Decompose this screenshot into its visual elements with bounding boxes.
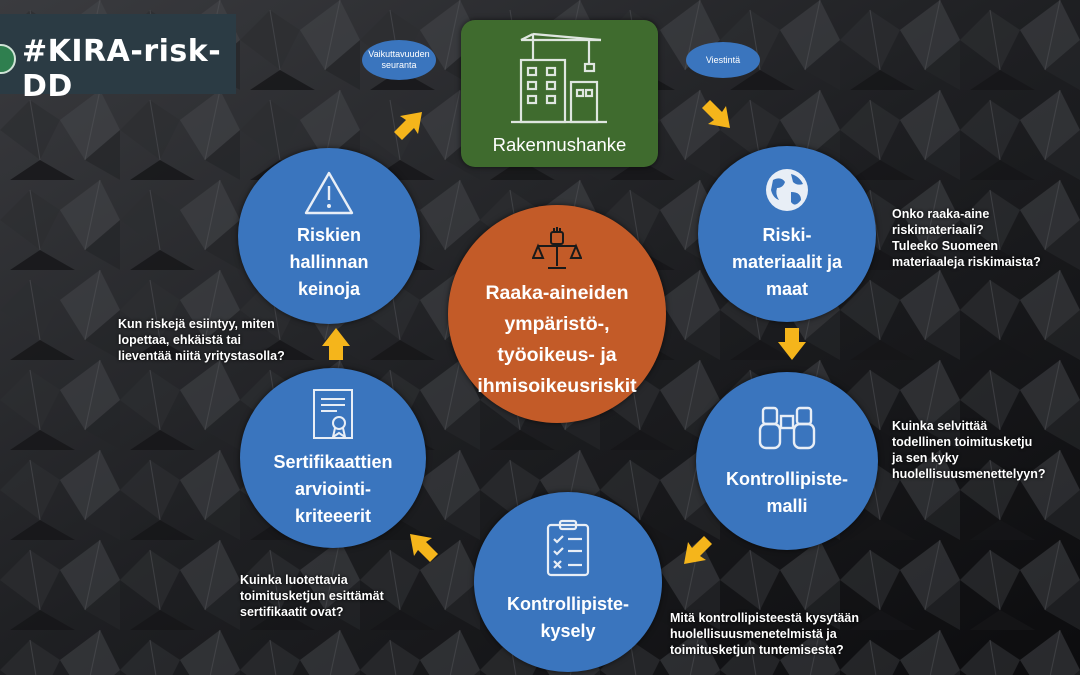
logo-icon bbox=[0, 44, 16, 74]
center-circle: Raaka-aineiden ympäristö-, työoikeus- ja… bbox=[448, 205, 666, 423]
question-risk-management: Kun riskejä esiintyy, miten lopettaa, eh… bbox=[118, 317, 285, 363]
step-checkpoint-model: Kontrollipiste- malli bbox=[696, 372, 878, 550]
page-title: #KIRA-risk-DD bbox=[22, 34, 222, 104]
arrow-down-icon bbox=[778, 328, 806, 360]
construction-crane-building-icon bbox=[511, 32, 607, 124]
globe-icon bbox=[766, 168, 808, 211]
oval-communication: Viestintä bbox=[686, 42, 760, 78]
step-checkpoint-model-label: Kontrollipiste- malli bbox=[726, 469, 848, 516]
question-checkpoint-survey: Mitä kontrollipisteestä kysytään huolell… bbox=[670, 611, 859, 657]
title-banner: #KIRA-risk-DD bbox=[0, 14, 236, 104]
step-risk-management: Riskien hallinnan keinoja bbox=[238, 148, 420, 324]
checklist-icon bbox=[546, 519, 590, 577]
arrow-up-icon bbox=[322, 328, 350, 360]
step-certificates: Sertifikaattien arviointi- kriteeerit bbox=[240, 368, 426, 548]
question-certificates: Kuinka luotettavia toimitusketjun esittä… bbox=[240, 573, 384, 619]
project-label: Rakennushanke bbox=[492, 134, 627, 155]
question-checkpoint-model: Kuinka selvittää todellinen toimitusketj… bbox=[892, 419, 1046, 481]
step-risk-materials-label: Riski- materiaalit ja maat bbox=[731, 224, 843, 299]
binoculars-icon bbox=[758, 406, 816, 450]
oval-monitoring: Vaikuttavuuden seuranta bbox=[362, 40, 436, 80]
center-label: Raaka-aineiden ympäristö-, työoikeus- ja… bbox=[477, 282, 637, 397]
project-box: Rakennushanke bbox=[461, 20, 658, 167]
arrow-up-right-icon bbox=[394, 112, 422, 140]
arrow-up-left-icon bbox=[410, 534, 438, 562]
raised-fist-scales-icon bbox=[532, 227, 582, 269]
certificate-icon bbox=[313, 388, 353, 439]
question-risk-materials: Onko raaka-aine riskimateriaali? Tuleeko… bbox=[892, 207, 1041, 269]
step-risk-materials: Riski- materiaalit ja maat bbox=[698, 146, 876, 322]
step-checkpoint-survey-label: Kontrollipiste- kysely bbox=[507, 594, 629, 641]
step-risk-management-label: Riskien hallinnan keinoja bbox=[289, 224, 369, 299]
arrow-down-right-icon bbox=[702, 100, 730, 128]
warning-triangle-icon bbox=[304, 171, 354, 214]
step-checkpoint-survey: Kontrollipiste- kysely bbox=[474, 492, 662, 672]
step-certificates-label: Sertifikaattien arviointi- kriteeerit bbox=[273, 451, 393, 526]
arrow-down-left-icon bbox=[684, 536, 712, 564]
